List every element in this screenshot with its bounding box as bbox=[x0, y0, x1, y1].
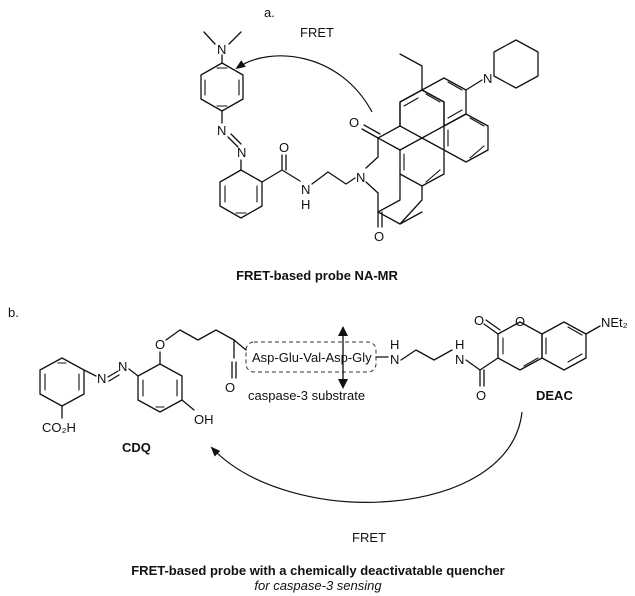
benzoic-acid-ring: CO₂H bbox=[39, 357, 85, 435]
piperidine-ring bbox=[493, 39, 539, 89]
peptide-sequence: Asp-Glu-Val-Asp-Gly bbox=[252, 350, 372, 365]
nh2-h-atom: H bbox=[455, 337, 464, 352]
nh1-h-atom: H bbox=[390, 337, 399, 352]
fret-label-b: FRET bbox=[352, 530, 386, 545]
dimethylamino-group: N bbox=[203, 31, 242, 64]
panel-b-label: b. bbox=[8, 305, 19, 320]
amide-n-atom: N bbox=[301, 182, 310, 197]
azo-linkage-b: N N bbox=[83, 359, 139, 386]
amide-group-a: O N H bbox=[261, 140, 356, 212]
imide-n-atom: N bbox=[356, 170, 365, 185]
nh2-n-atom: N bbox=[455, 352, 464, 367]
nh1-n-atom: N bbox=[390, 352, 399, 367]
azo-n2-b-atom: N bbox=[118, 359, 127, 374]
caption-b-line2: for caspase-3 sensing bbox=[254, 578, 382, 593]
panel-b: b. CO₂H N N OH O bbox=[8, 305, 628, 593]
ether-o-atom: O bbox=[155, 337, 165, 352]
panel-a-label: a. bbox=[264, 5, 275, 20]
azo-n1-atom: N bbox=[217, 123, 226, 138]
caption-a: FRET-based probe NA-MR bbox=[236, 268, 398, 283]
naphthalimide-core: N O O N bbox=[349, 53, 492, 244]
net2-label: NEt₂ bbox=[601, 315, 628, 330]
azo-linkage-a: N N bbox=[217, 123, 246, 171]
carbonyl-o-atom: O bbox=[225, 380, 235, 395]
fret-arrow-a bbox=[235, 55, 373, 113]
oh-label: OH bbox=[194, 412, 214, 427]
coumarin-o-ring-atom: O bbox=[515, 314, 525, 329]
azo-n2-atom: N bbox=[237, 145, 246, 160]
co2h-label: CO₂H bbox=[42, 420, 76, 435]
fret-label-a: FRET bbox=[300, 25, 334, 40]
phenyl-ring-top bbox=[200, 62, 244, 124]
n-piperidine-atom: N bbox=[483, 71, 492, 86]
imide-o-bottom-atom: O bbox=[374, 229, 384, 244]
amide-o-atom: O bbox=[279, 140, 289, 155]
fret-arrow-b bbox=[210, 411, 523, 503]
cdq-label: CDQ bbox=[122, 440, 151, 455]
amide-h-atom: H bbox=[301, 197, 310, 212]
diamine-linker: H N H N bbox=[375, 337, 481, 371]
panel-a: a. FRET N N N O N bbox=[200, 5, 539, 283]
amide-o-b-atom: O bbox=[476, 388, 486, 403]
coumarin-o-carbonyl-atom: O bbox=[474, 313, 484, 328]
n-dimethyl-atom: N bbox=[217, 42, 226, 57]
deac-label: DEAC bbox=[536, 388, 573, 403]
butanoyl-linker: O bbox=[165, 329, 247, 395]
coumarin-core: O O NEt₂ bbox=[474, 313, 628, 371]
imide-o-top-atom: O bbox=[349, 115, 359, 130]
benzamide-ring bbox=[219, 169, 263, 219]
caption-b-line1: FRET-based probe with a chemically deact… bbox=[131, 563, 505, 578]
coumarin-amide: O bbox=[476, 357, 499, 403]
azo-n1-b-atom: N bbox=[97, 371, 106, 386]
cdq-phenol-ring: OH O bbox=[137, 337, 214, 427]
substrate-label: caspase-3 substrate bbox=[248, 388, 365, 403]
cleavage-arrow bbox=[338, 326, 348, 389]
